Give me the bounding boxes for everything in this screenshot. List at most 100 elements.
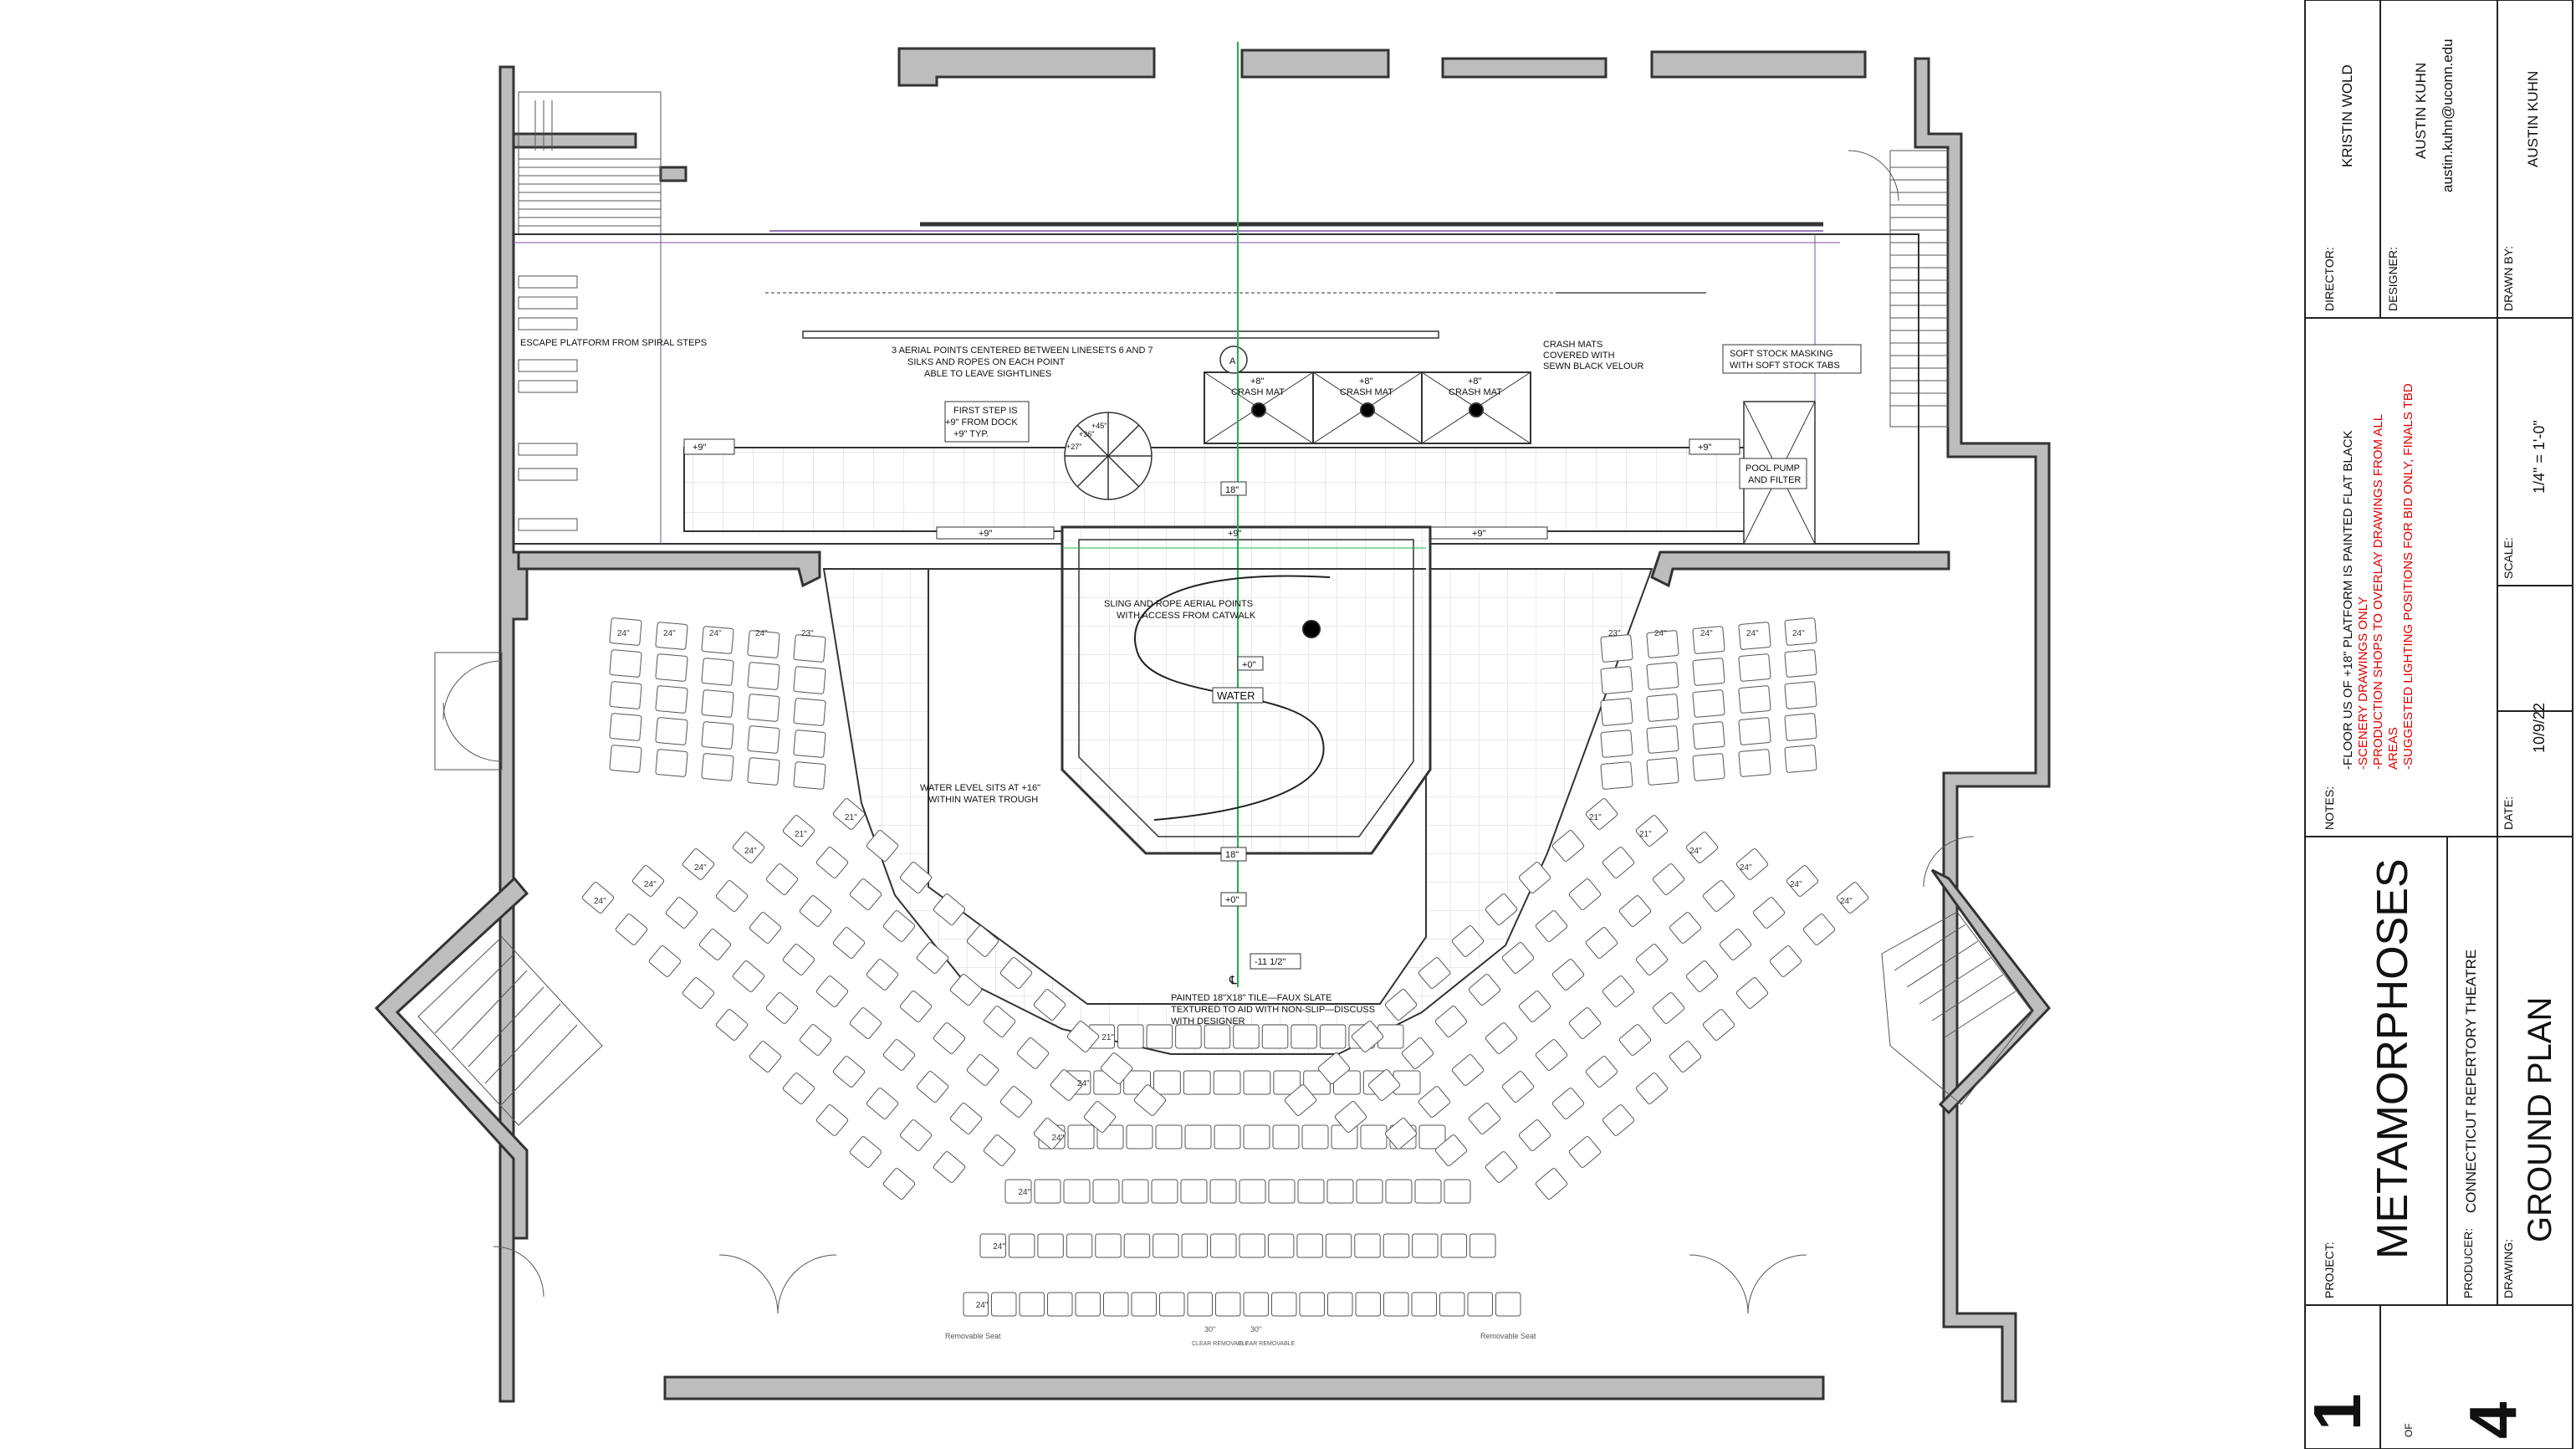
seat: [1126, 1124, 1153, 1149]
seat: [949, 1103, 983, 1134]
seat: [1327, 1292, 1353, 1317]
note-3: -PRODUCTION SHOPS TO OVERLAY DRAWINGS FR…: [2371, 414, 2385, 770]
seat: [1204, 1024, 1231, 1049]
seat: [966, 925, 999, 957]
upstage-area: [513, 222, 1919, 545]
seat: [1784, 649, 1817, 678]
seat: [1518, 1119, 1551, 1151]
seat: [655, 622, 688, 650]
seat: [1016, 1037, 1050, 1069]
notes-label: NOTES:: [2323, 786, 2336, 830]
seat: [1239, 1179, 1266, 1204]
seat: [1568, 1007, 1602, 1039]
seat: [682, 977, 715, 1009]
seat-row-label-right-4: 21": [1639, 830, 1652, 839]
seat-col-label-left-4: 23": [801, 629, 814, 638]
seat-row-label-right-5: 21": [1589, 813, 1602, 822]
label-spiral-36: +36": [1079, 430, 1094, 438]
seat: [899, 991, 933, 1022]
seat: [1385, 1179, 1413, 1204]
stair-top-left: [518, 91, 662, 235]
director-name: KRISTIN WOLD: [2339, 64, 2355, 167]
seat: [1518, 862, 1551, 893]
seat: [866, 959, 899, 991]
seat-row-label-front-3: 24": [1019, 1188, 1031, 1197]
producer-value: CONNECTICUT REPERTORY THEATRE: [2463, 950, 2479, 1213]
label-dim-30-b: 30": [1250, 1325, 1261, 1334]
label-elev-9-mid: +9": [1228, 529, 1242, 539]
note-4: AREAS: [2386, 727, 2400, 770]
seat: [648, 945, 682, 977]
seat: [609, 713, 642, 741]
seat-col-label-right-0: 23": [1608, 629, 1621, 638]
seat: [1326, 1179, 1354, 1204]
date-label: DATE:: [2502, 796, 2515, 830]
seat: [701, 721, 734, 750]
seat: [793, 698, 826, 726]
seat-row-label-front-0: 21": [1101, 1033, 1114, 1042]
seat: [916, 1071, 949, 1103]
label-elev-9-right: +9": [1698, 443, 1712, 453]
seat: [1752, 897, 1786, 929]
seat-col-label-right-4: 24": [1792, 629, 1805, 638]
seat: [1066, 1021, 1100, 1052]
label-removable-seat-right: Removable Seat: [1480, 1332, 1536, 1340]
seat: [1047, 1292, 1073, 1317]
seat: [715, 880, 749, 912]
seat: [655, 749, 688, 777]
seat: [609, 681, 642, 709]
seat: [1635, 815, 1669, 847]
seat: [1551, 959, 1585, 991]
seat: [882, 1039, 916, 1071]
seat: [1646, 694, 1679, 722]
seat: [949, 974, 983, 1006]
seat: [1618, 1024, 1652, 1056]
seat: [1702, 1009, 1735, 1041]
seat: [1004, 1179, 1032, 1204]
stair-bottom-left: [417, 936, 603, 1126]
seat: [933, 893, 966, 925]
seat: [782, 815, 815, 847]
note-1: -FLOOR US OF +18" PLATFORM IS PAINTED FL…: [2341, 430, 2355, 770]
label-escape-platform: ESCAPE PLATFORM FROM SPIRAL STEPS: [520, 338, 707, 348]
seat: [1635, 944, 1669, 975]
seat: [1735, 977, 1769, 1009]
seat: [849, 878, 882, 910]
seat: [1585, 798, 1618, 830]
seat: [966, 1054, 999, 1086]
seat: [983, 1006, 1016, 1037]
seat: [1180, 1179, 1208, 1204]
seat: [1037, 1233, 1064, 1258]
seat: [1669, 1041, 1702, 1073]
seat-row-label-right-3: 24": [1689, 847, 1702, 856]
seat: [749, 1041, 782, 1073]
seat: [832, 1056, 866, 1088]
label-crash-note-1: CRASH MATS: [1543, 340, 1602, 350]
label-first-step-2: +9" FROM DOCK: [945, 417, 1018, 428]
label-soft-1: SOFT STOCK MASKING: [1730, 349, 1833, 359]
note-2: -SCENERY DRAWINGS ONLY: [2356, 596, 2370, 770]
seat: [1434, 1134, 1468, 1166]
seat: [799, 1024, 832, 1056]
seat: [1133, 1084, 1167, 1116]
seat: [1602, 975, 1635, 1007]
seat: [1383, 1292, 1409, 1317]
seat: [1243, 1124, 1270, 1149]
seat: [1117, 1024, 1144, 1049]
seat: [1384, 989, 1418, 1021]
label-first-step-3: +9" TYP.: [953, 429, 989, 439]
seat: [1214, 1124, 1241, 1149]
seat: [1467, 1292, 1493, 1317]
seat: [1418, 957, 1451, 989]
label-tile-2: TEXTURED TO AID WITH NON-SLIP—DISCUSS: [1171, 1005, 1375, 1015]
seat: [701, 689, 734, 718]
seat: [655, 653, 688, 682]
seat: [1468, 974, 1501, 1006]
project-label: PROJECT:: [2323, 1242, 2336, 1298]
seat: [782, 944, 815, 975]
seat: [1153, 1233, 1179, 1258]
seat: [1319, 1024, 1347, 1049]
seat: [747, 662, 780, 690]
seat: [1451, 925, 1485, 957]
seat: [1568, 878, 1602, 910]
